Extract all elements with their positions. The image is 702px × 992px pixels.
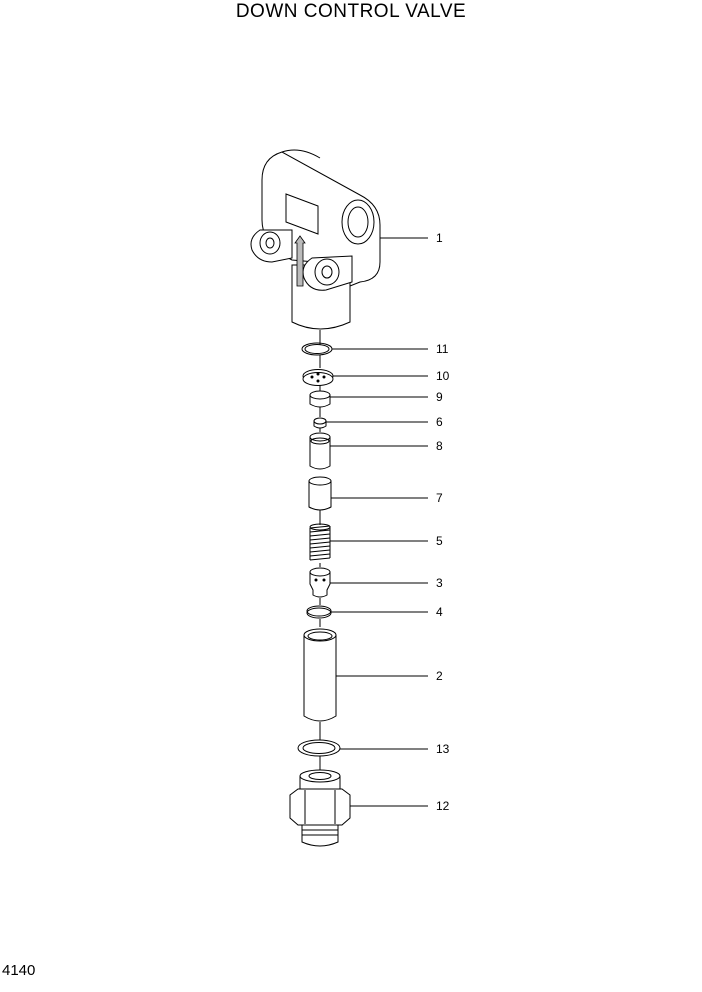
part-7-spool: [308, 476, 332, 511]
callout-label: 4: [436, 605, 443, 619]
callout-label: 8: [436, 439, 443, 453]
diagram-title: DOWN CONTROL VALVE: [235, 1, 467, 22]
callout-label: 13: [436, 742, 450, 756]
callout-label: 5: [436, 534, 443, 548]
page-number: 4140: [2, 962, 36, 979]
part-13-o-ring: [297, 739, 341, 757]
part-3-poppet: [309, 567, 331, 598]
part-1-valve-body: [250, 149, 381, 330]
part-2-tube: [303, 628, 337, 722]
part-4-ring: [306, 605, 332, 619]
callout-label: 6: [436, 415, 443, 429]
callout-label: 11: [436, 342, 449, 356]
callout-label: 3: [436, 576, 443, 590]
callout-label: 12: [436, 799, 450, 813]
callout-label: 1: [436, 231, 443, 245]
callout-label: 7: [436, 491, 443, 505]
callout-label: 9: [436, 390, 443, 404]
part-8-sleeve: [309, 432, 331, 470]
callout-label: 10: [436, 369, 450, 383]
leader-lines: [326, 237, 428, 807]
part-6-seat: [313, 417, 327, 429]
part-11-snap-ring: [301, 342, 333, 356]
part-5-spring: [309, 523, 331, 561]
callout-label: 2: [436, 669, 443, 683]
part-12-connector: [289, 769, 351, 847]
part-9-plug: [309, 390, 331, 408]
part-10-disc: [302, 369, 334, 386]
